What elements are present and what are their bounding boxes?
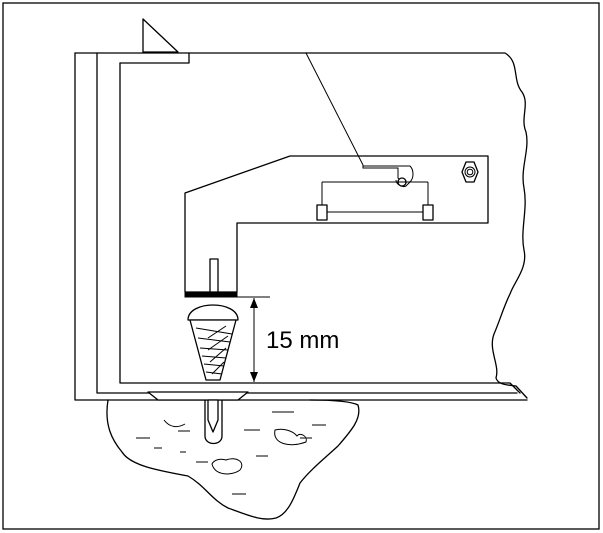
alignment-marker <box>142 18 179 53</box>
countersink <box>147 391 249 401</box>
housing <box>74 52 528 401</box>
dimension-arrow <box>250 298 258 382</box>
dimension-label: 15 mm <box>266 327 339 354</box>
screw <box>187 304 239 381</box>
hex-nut-icon <box>461 161 479 183</box>
wall-plug <box>207 399 219 433</box>
standoff-pin <box>209 258 219 293</box>
wire <box>305 52 403 183</box>
wall-masonry <box>106 399 360 520</box>
standoff-base <box>184 291 238 298</box>
circuit-board <box>184 155 489 293</box>
